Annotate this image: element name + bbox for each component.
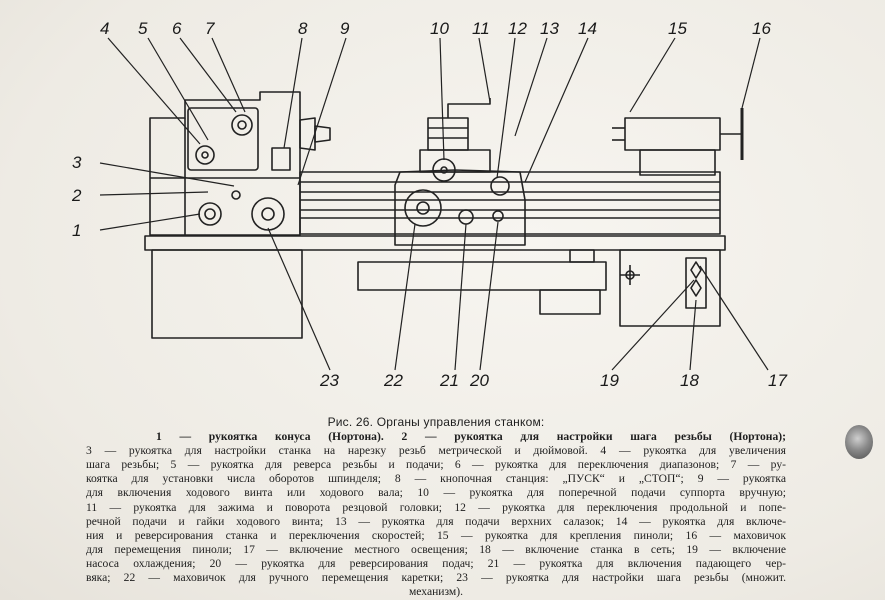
callout-17: 17 [768,371,787,390]
gear-knob [251,197,285,231]
control-4 [195,145,215,165]
tool-post [427,117,469,151]
feed-selector-dial [490,176,510,196]
callout-2: 2 [71,186,82,205]
caption-line: 3 — рукоятка для настройки станка на нар… [86,444,786,458]
callout-9: 9 [340,19,350,38]
callout-10: 10 [430,19,449,38]
caption-line: ния и реверсирования станка и переключен… [86,528,786,542]
caption-line: вяка; 22 — маховичок для ручного перемещ… [86,571,786,585]
caption-line: речной подачи и гайки ходового винта; 13… [86,514,786,528]
callout-15: 15 [668,19,687,38]
callout-23: 23 [319,371,339,390]
caption-line: шага резьбы; 5 — рукоятка для реверса ре… [86,458,786,472]
control-1 [198,202,222,226]
callout-1: 1 [72,221,81,240]
spindle-chuck [299,117,316,151]
caption-line: насоса охлаждения; 20 — рукоятка для рев… [86,556,786,570]
callout-14: 14 [578,19,597,38]
caption-line: коятка для установки числа оборотов шпин… [86,472,786,486]
callout-13: 13 [540,19,559,38]
callout-8: 8 [298,19,308,38]
caption-line: 1 — рукоятка конуса (Нортона). 2 — рукоя… [156,430,786,444]
callout-12: 12 [508,19,527,38]
callout-21: 21 [439,371,459,390]
callout-5: 5 [138,19,148,38]
caption-line: для включения ходового винта или ходовог… [86,486,786,500]
figure-caption: Рис. 26. Органы управления станком: 1 — … [86,415,786,599]
chip-tray [357,261,607,291]
callout-20: 20 [469,371,489,390]
carriage-apron [394,169,526,246]
caption-line: для перемещения пиноли; 17 — включение м… [86,542,786,556]
callout-3: 3 [72,153,82,172]
caption-line: механизм). [408,585,464,599]
thumb-smudge [845,425,873,459]
headstock [149,91,301,236]
handle-11 [447,98,491,118]
caption-title: Рис. 26. Органы управления станком: [327,415,545,429]
callout-19: 19 [600,371,619,390]
callout-6: 6 [172,19,182,38]
right-pedestal [619,249,721,327]
switch-plate [685,257,707,309]
bed-base [144,235,726,251]
callout-4: 4 [100,19,109,38]
caption-line: 11 — рукоятка для зажима и поворота резц… [86,500,786,514]
callout-11: 11 [472,19,490,38]
headstock-panel [187,107,259,171]
callout-7: 7 [205,19,215,38]
callout-16: 16 [752,19,771,38]
callout-22: 22 [383,371,403,390]
carriage-handwheel [404,189,442,227]
lathe-diagram: 1 2 3 4 5 6 7 8 9 10 11 12 13 14 15 16 1… [71,19,787,390]
control-6 [231,114,253,136]
button-station [271,147,291,171]
left-pedestal [151,249,303,339]
callout-18: 18 [680,371,699,390]
